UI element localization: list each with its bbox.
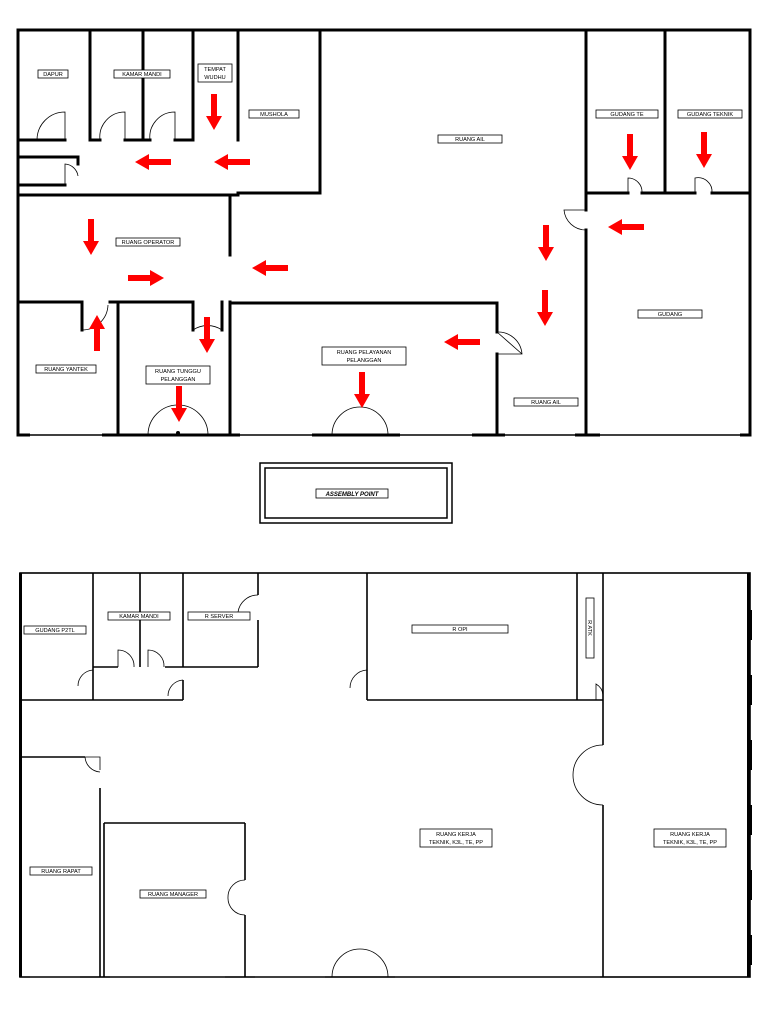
- evacuation-arrow-left: [252, 260, 288, 276]
- door: [496, 331, 523, 355]
- evacuation-arrow-down: [354, 372, 370, 408]
- floor-2-plan: GUDANG P2TL KAMAR MANDI R SERVER R OPI R…: [19, 572, 752, 980]
- door: [563, 209, 587, 231]
- svg-text:RUANG PELAYANAN: RUANG PELAYANAN: [337, 350, 392, 356]
- room-label-gudang: GUDANG: [637, 309, 703, 319]
- evacuation-arrows: [83, 94, 712, 422]
- floor-1-plan: DAPUR KAMAR MANDI TEMPAT WUDHU MUSHOLA R…: [16, 28, 752, 438]
- door: [117, 649, 135, 668]
- svg-text:WUDHU: WUDHU: [204, 75, 225, 81]
- door: [99, 111, 126, 141]
- room-label-gudang-te: GUDANG TE: [595, 109, 659, 119]
- door: [331, 406, 389, 436]
- room-label-r-server: R SERVER: [187, 611, 251, 621]
- evacuation-arrow-down: [696, 132, 712, 168]
- evacuation-arrow-down: [538, 225, 554, 261]
- svg-text:TEMPAT: TEMPAT: [204, 67, 226, 73]
- door: [77, 669, 94, 687]
- svg-text:RUANG KERJA: RUANG KERJA: [670, 832, 710, 838]
- room-label-ruang-pelayanan: RUANG PELAYANAN PELANGGAN: [321, 346, 407, 366]
- evacuation-arrow-left: [214, 154, 250, 170]
- svg-text:GUDANG: GUDANG: [658, 312, 683, 318]
- door: [595, 683, 604, 700]
- svg-text:RUANG TUNGGU: RUANG TUNGGU: [155, 369, 201, 375]
- evacuation-arrow-down: [206, 94, 222, 130]
- door: [349, 669, 368, 689]
- room-label-ruang-operator: RUANG OPERATOR: [115, 237, 181, 247]
- door: [227, 879, 246, 916]
- door: [627, 177, 643, 194]
- svg-text:KAMAR MANDI: KAMAR MANDI: [122, 72, 162, 78]
- evacuation-arrow-down: [622, 134, 638, 170]
- evacuation-arrow-down: [171, 386, 187, 422]
- evacuation-arrow-left: [608, 219, 644, 235]
- floor-2-outer-wall: [19, 572, 751, 978]
- room-label-gudang-teknik: GUDANG TEKNIK: [677, 109, 743, 119]
- door: [694, 177, 713, 194]
- room-label-kamar-mandi-2: KAMAR MANDI: [107, 611, 171, 621]
- svg-text:RUANG KERJA: RUANG KERJA: [436, 832, 476, 838]
- svg-text:TEKNIK, K3L, TE, PP: TEKNIK, K3L, TE, PP: [663, 840, 717, 846]
- door: [331, 948, 389, 978]
- svg-text:RUANG YANTEK: RUANG YANTEK: [44, 367, 88, 373]
- room-label-ruang-kerja-2: RUANG KERJA TEKNIK, K3L, TE, PP: [653, 828, 727, 848]
- svg-text:PELANGGAN: PELANGGAN: [161, 377, 196, 383]
- door: [64, 163, 79, 185]
- door: [167, 679, 184, 697]
- svg-text:RUANG AIL: RUANG AIL: [455, 137, 485, 143]
- svg-text:DAPUR: DAPUR: [43, 72, 63, 78]
- room-label-ruang-manager: RUANG MANAGER: [139, 889, 207, 899]
- door: [147, 404, 209, 436]
- door: [147, 649, 165, 668]
- room-label-ruang-rapat: RUANG RAPAT: [29, 866, 93, 876]
- svg-text:R ATK: R ATK: [586, 620, 592, 636]
- assembly-point-label: ASSEMBLY POINT: [325, 492, 380, 498]
- svg-text:GUDANG TE: GUDANG TE: [610, 112, 643, 118]
- svg-text:GUDANG P2TL: GUDANG P2TL: [35, 628, 74, 634]
- svg-text:RUANG MANAGER: RUANG MANAGER: [148, 892, 198, 898]
- room-label-gudang-p2tl: GUDANG P2TL: [23, 625, 87, 635]
- door: [36, 111, 66, 141]
- room-label-ruang-yantek: RUANG YANTEK: [35, 364, 97, 374]
- svg-text:R OPI: R OPI: [452, 627, 468, 633]
- evacuation-arrow-down: [537, 290, 553, 326]
- door: [84, 756, 101, 773]
- room-label-ruang-kerja-1: RUANG KERJA TEKNIK, K3L, TE, PP: [419, 828, 493, 848]
- room-label-kamar-mandi: KAMAR MANDI: [113, 69, 171, 79]
- floor-1-outer-wall: [16, 28, 752, 437]
- svg-text:RUANG OPERATOR: RUANG OPERATOR: [122, 240, 175, 246]
- assembly-point: ASSEMBLY POINT: [259, 462, 453, 524]
- evacuation-arrow-down: [83, 219, 99, 255]
- room-label-ruang-tunggu: RUANG TUNGGU PELANGGAN: [145, 365, 211, 385]
- room-label-ruang-ail-top: RUANG AIL: [437, 134, 503, 144]
- room-label-dapur: DAPUR: [37, 69, 69, 79]
- svg-text:RUANG AIL: RUANG AIL: [531, 400, 561, 406]
- room-label-r-opi: R OPI: [411, 624, 509, 634]
- evacuation-arrow-right: [128, 270, 164, 286]
- evacuation-arrow-up: [89, 315, 105, 351]
- svg-text:RUANG RAPAT: RUANG RAPAT: [41, 869, 81, 875]
- evacuation-arrow-down: [199, 317, 215, 353]
- svg-text:PELANGGAN: PELANGGAN: [347, 358, 382, 364]
- svg-text:R SERVER: R SERVER: [205, 614, 234, 620]
- evacuation-arrow-left: [444, 334, 480, 350]
- door: [572, 744, 604, 806]
- evacuation-arrow-left: [135, 154, 171, 170]
- door: [237, 594, 259, 613]
- svg-text:GUDANG TEKNIK: GUDANG TEKNIK: [687, 112, 733, 118]
- room-label-ruang-ail-bottom: RUANG AIL: [513, 397, 579, 407]
- svg-text:MUSHOLA: MUSHOLA: [260, 112, 288, 118]
- svg-text:KAMAR MANDI: KAMAR MANDI: [119, 614, 159, 620]
- room-label-mushola: MUSHOLA: [248, 109, 300, 119]
- room-label-tempat-wudhu: TEMPAT WUDHU: [197, 63, 233, 83]
- room-label-r-atk: R ATK: [585, 597, 595, 659]
- door: [149, 111, 176, 141]
- svg-text:TEKNIK, K3L, TE, PP: TEKNIK, K3L, TE, PP: [429, 840, 483, 846]
